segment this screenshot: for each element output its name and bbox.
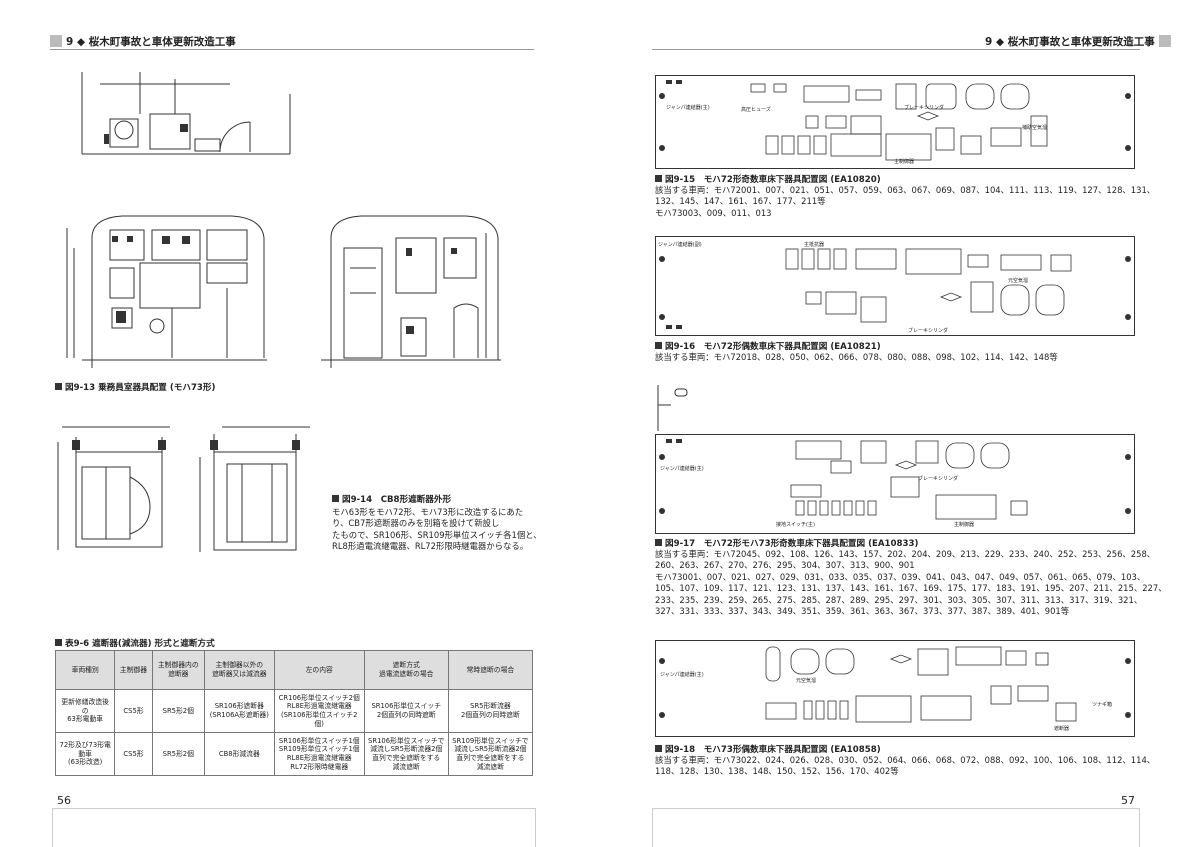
fig16-label-resistor: 主抵抗器 (804, 242, 825, 248)
running-header-left: 9 ◆ 桜木町事故と車体更新改造工事 (50, 34, 236, 48)
fig17-underfloor-layout: ジャンパ連結器(主) ブレーキシリンダ 主制御器 接地スイッチ(主) (655, 434, 1135, 534)
header-rule (50, 49, 534, 50)
crop-frame-left (52, 808, 536, 847)
page-number-right: 57 (1121, 794, 1135, 807)
fig15-underfloor-layout: ジャンパ連結器(主) ブレーキシリンダ 主制御器 補助空気溜 高圧ヒューズ (655, 75, 1135, 169)
fig16-drawing (659, 248, 1131, 329)
fig14-caption: 図9-14 CB8形遮断器外形 (332, 493, 451, 505)
caption-square-icon (655, 175, 662, 182)
fig18-label-main-res: 元空気溜 (796, 678, 817, 684)
table-header: 主制御器 (114, 650, 153, 690)
caption-square-icon (55, 383, 62, 390)
table-cell: CB8形減流器 (203, 732, 275, 776)
fig17-bracket-line (657, 385, 688, 431)
table-header: 常時遮断の場合 (447, 650, 534, 690)
fig18-label-tsunagi: ツナギ箱 (1092, 702, 1113, 708)
running-header-text: 9 ◆ 桜木町事故と車体更新改造工事 (66, 35, 236, 48)
cb8-breaker-front-view (57, 426, 170, 550)
fig17-drawing (659, 439, 1131, 520)
cab-elevation-front (66, 215, 267, 368)
fig17-vehicles: 該当する車両：モハ72045、092、108、126、143、157、202、2… (655, 549, 1167, 617)
breaker-type-table: 車両種別 主制御器 主制御器内の遮断器 主制御器以外の遮断器又は減流器 左の内容… (54, 650, 534, 776)
fig17-label-switch: 接地スイッチ(主) (776, 522, 815, 528)
caption-square-icon (655, 539, 662, 546)
fig14-description: モハ63形をモハ72形、モハ73形に改造するにあた り、CB7形遮断器のみを別箱… (332, 507, 542, 552)
table-cell: 72形及び73形電動車(63形改造) (54, 732, 116, 776)
caption-square-icon (655, 342, 662, 349)
table-row: 72形及び73形電動車(63形改造) CS5形 SR5形2個 CB8形減流器 S… (54, 732, 534, 776)
running-header-text: 9 ◆ 桜木町事故と車体更新改造工事 (985, 35, 1155, 48)
table-header: 主制御器内の遮断器 (151, 650, 205, 690)
caption-square-icon (55, 639, 62, 646)
table-header-row: 車両種別 主制御器 主制御器内の遮断器 主制御器以外の遮断器又は減流器 左の内容… (54, 650, 534, 690)
table-header: 左の内容 (273, 650, 365, 690)
crop-frame-right (652, 808, 1140, 847)
cab-elevation-rear (321, 215, 501, 368)
table-header: 車両種別 (54, 650, 116, 690)
fig17-label-brake: ブレーキシリンダ (918, 476, 959, 482)
fig17-label-jumper: ジャンパ連結器(主) (660, 466, 704, 472)
fig18-underfloor-layout: ジャンパ連結器(主) 元空気溜 ツナギ箱 遮断器 (655, 640, 1135, 737)
page-number-left: 56 (57, 794, 71, 807)
caption-square-icon (655, 745, 662, 752)
fig18-caption: 図9-18 モハ73形偶数車床下器具配置図 (EA10858) (655, 743, 881, 755)
fig16-underfloor-layout: ジャンパ連結器(副) ブレーキシリンダ 主抵抗器 元空気溜 (655, 236, 1135, 336)
table-cell: CS5形 (114, 732, 153, 776)
fig18-vehicles: 該当する車両：モハ73022、024、026、028、030、052、064、0… (655, 755, 1156, 777)
fig13-caption: 図9-13 乗務員室器具配置 (モハ73形) (55, 381, 215, 393)
fig16-caption: 図9-16 モハ72形偶数車床下器具配置図 (EA10821) (655, 340, 881, 352)
fig15-label-fuse: 高圧ヒューズ (741, 107, 771, 113)
fig15-label-jumper: ジャンパ連結器(主) (666, 105, 710, 111)
fig15-label-brake: ブレーキシリンダ (904, 105, 945, 111)
table-cell: SR5形2個 (151, 689, 205, 733)
fig15-label-main-ctrl: 主制御器 (894, 159, 915, 165)
fig18-label-jumper: ジャンパ連結器(主) (660, 672, 704, 678)
fig16-vehicles: 該当する車両：モハ72018、028、050、062、066、078、080、0… (655, 352, 1058, 362)
fig15-caption: 図9-15 モハ72形奇数車床下器具配置図 (EA10820) (655, 173, 881, 185)
fig18-label-breaker: 遮断器 (1054, 726, 1070, 732)
table-header: 主制御器以外の遮断器又は減流器 (203, 650, 275, 690)
fig15-drawing (659, 80, 1131, 161)
table-caption: 表9-6 遮断器(減流器) 形式と遮断方式 (55, 637, 215, 649)
table-cell: SR106形単位スイッチで減流しSR5形断流器2個直列で完全遮断をする減流遮断 (363, 732, 449, 776)
table-header: 遮断方式過電流遮断の場合 (363, 650, 449, 690)
fig15-vehicles: 該当する車両：モハ72001、007、021、051、057、059、063、0… (655, 185, 1156, 218)
fig15-label-aux-res: 補助空気溜 (1022, 125, 1048, 131)
header-rule (652, 49, 1140, 50)
fig16-label-jumper: ジャンパ連結器(副) (658, 242, 702, 248)
fig17-label-main-ctrl: 主制御器 (954, 522, 975, 528)
table-cell: CS5形 (114, 689, 153, 733)
cb8-breaker-side-view (199, 426, 310, 552)
fig17-caption: 図9-17 モハ72形モハ73形奇数車床下器具配置図 (EA10833) (655, 537, 918, 549)
table-cell: SR106形遮断器(SR106A形遮断器) (203, 689, 275, 733)
fig16-label-main-res: 元空気溜 (1008, 278, 1029, 284)
caption-square-icon (332, 495, 339, 502)
fig16-label-brake: ブレーキシリンダ (908, 328, 949, 334)
table-cell: SR5形2個 (151, 732, 205, 776)
fig18-drawing (659, 646, 1131, 723)
running-header-right: 9 ◆ 桜木町事故と車体更新改造工事 (985, 34, 1171, 48)
cab-plan-drawing (81, 72, 291, 155)
table-cell: SR109形単位スイッチで減流しSR5形断流器2個直列で完全遮断をする減流遮断 (447, 732, 534, 776)
header-bar-icon (50, 35, 62, 47)
header-bar-icon (1158, 35, 1171, 47)
